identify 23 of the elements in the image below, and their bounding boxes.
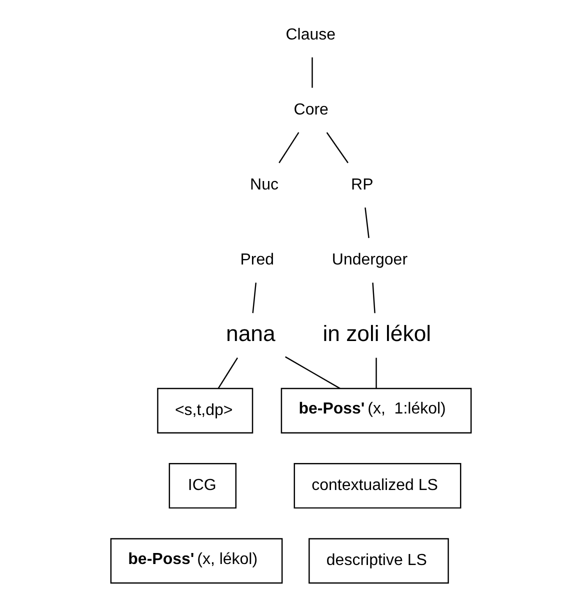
node-text: Pred [240, 252, 274, 269]
connector [326, 132, 348, 164]
connector [252, 282, 257, 314]
node-text: Clause [286, 26, 336, 44]
node-text: Core [294, 101, 328, 118]
node-text: nana [226, 320, 276, 346]
node-box: be-Poss' (x, lékol) [110, 538, 283, 584]
node-text: Nuc [250, 176, 279, 194]
node-text: Undergoer [332, 252, 408, 269]
connector [218, 357, 238, 389]
node-text: in zoli lékol [322, 320, 432, 346]
connector [278, 132, 300, 164]
node-box: be-Poss' (x, 1:lékol) [280, 388, 472, 434]
connector [285, 356, 340, 389]
connector [364, 208, 370, 238]
node-text: RP [351, 176, 374, 194]
node-box: descriptive LS [308, 538, 449, 584]
node-box: <s,t,dp> [157, 388, 254, 434]
connector [312, 57, 313, 88]
node-box: ICG [168, 463, 237, 509]
node-box: contextualized LS [294, 463, 462, 509]
connector [372, 282, 376, 314]
connector [376, 358, 377, 388]
